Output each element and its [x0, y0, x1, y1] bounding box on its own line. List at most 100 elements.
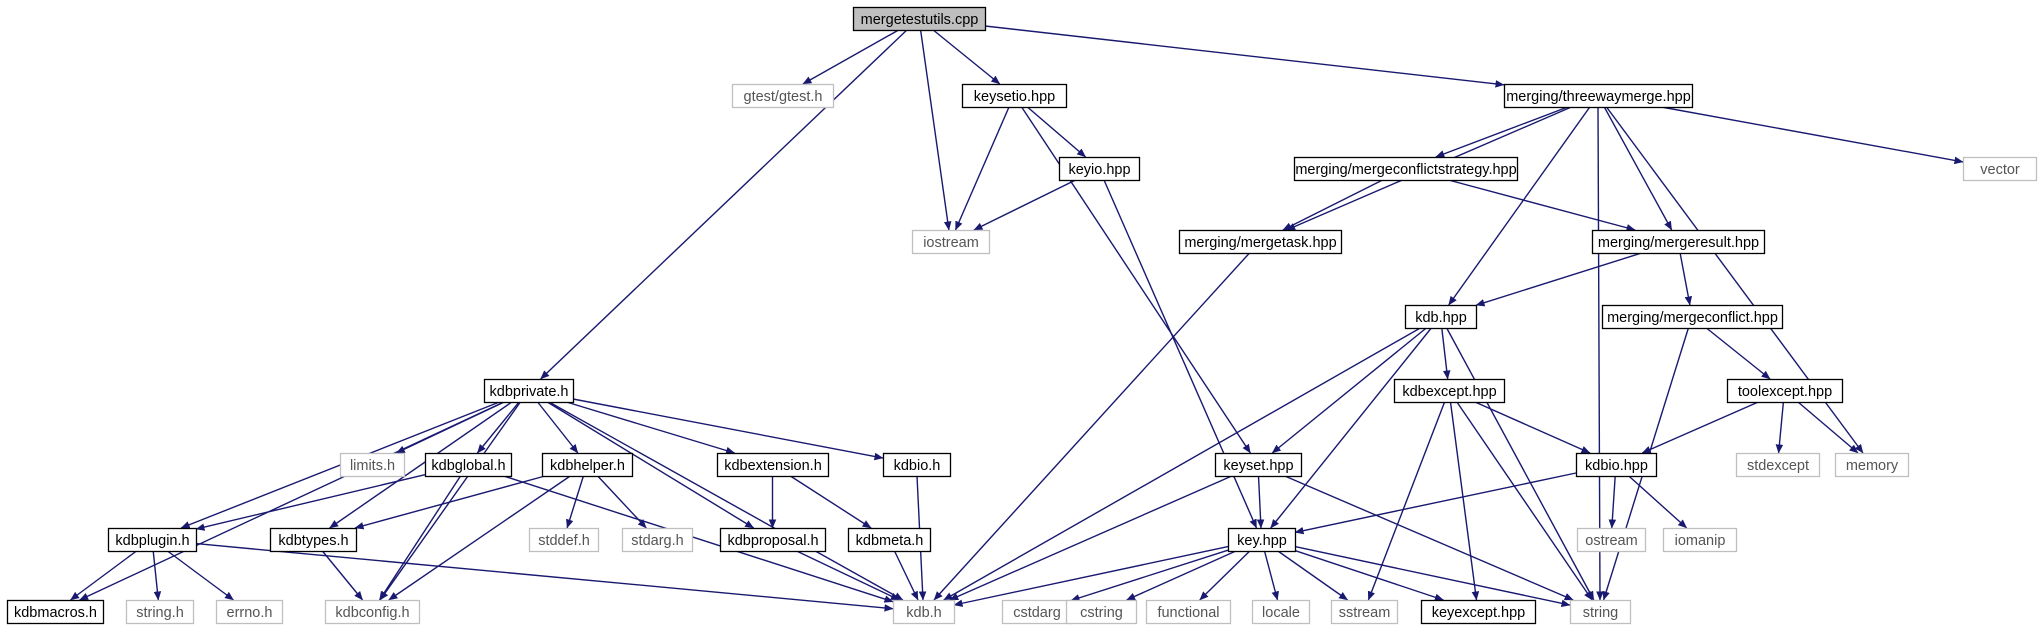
node-label: merging/mergetask.hpp: [1184, 235, 1336, 251]
node-kdbio_h[interactable]: kdbio.h: [882, 452, 952, 478]
node-label: sstream: [1339, 605, 1391, 621]
node-box: [1569, 599, 1632, 625]
node-kdbprivate_h[interactable]: kdbprivate.h: [483, 378, 575, 404]
node-functional: functional: [1145, 599, 1232, 625]
node-kdbproposal_h[interactable]: kdbproposal.h: [719, 527, 827, 553]
edge-kdbprivate_h-to-kdbproposal_h: [546, 401, 755, 529]
node-box: [339, 452, 406, 478]
node-label: stddef.h: [538, 533, 590, 549]
node-threewaymerge_hpp[interactable]: merging/threewaymerge.hpp: [1503, 83, 1694, 109]
node-box: [1575, 452, 1658, 478]
node-box: [1178, 229, 1343, 255]
edge-mergetestutils_cpp-to-threewaymerge_hpp: [984, 25, 1505, 88]
node-box: [6, 599, 105, 625]
edge-kdbtypes_h-to-kdbconfig_h: [321, 550, 364, 601]
edge-kdbio_hpp-to-key_hpp: [1294, 472, 1577, 535]
node-box: [1214, 452, 1303, 478]
node-label: string.h: [136, 605, 184, 621]
edge-kdbprivate_h-to-kdbio_h: [572, 398, 884, 461]
edge-kdbexcept_hpp-to-kdbio_hpp: [1474, 401, 1591, 454]
node-kdb_hpp[interactable]: kdb.hpp: [1404, 304, 1478, 330]
edge-kdbprivate_h-to-kdbtypes_h: [329, 401, 513, 529]
edge-kdbplugin_h-to-errno_h: [167, 550, 234, 601]
edge-kdb_hpp-to-key_hpp: [1270, 327, 1432, 529]
node-box: [1834, 452, 1910, 478]
node-stdexcept: stdexcept: [1735, 452, 1821, 478]
node-box: [1330, 599, 1399, 625]
node-stddef_h: stddef.h: [528, 527, 600, 553]
edge-kdbio_hpp-to-iomanip: [1628, 475, 1688, 529]
node-box: [125, 599, 195, 625]
node-label: iostream: [923, 235, 979, 251]
node-vector: vector: [1962, 156, 2038, 182]
node-box: [1145, 599, 1232, 625]
node-sstream: sstream: [1330, 599, 1399, 625]
edge-key_hpp-to-keyexcept_hpp: [1294, 549, 1444, 601]
edge-kdbplugin_h-to-kdb_h: [195, 542, 894, 612]
node-kdbplugin_h[interactable]: kdbplugin.h: [107, 527, 198, 553]
node-mergeconflictstrategy_hpp[interactable]: merging/mergeconflictstrategy.hpp: [1293, 156, 1519, 182]
node-key_hpp[interactable]: key.hpp: [1227, 527, 1297, 553]
node-kdbio_hpp[interactable]: kdbio.hpp: [1575, 452, 1658, 478]
node-toolexcept_hpp[interactable]: toolexcept.hpp: [1726, 378, 1844, 404]
node-mergeresult_hpp[interactable]: merging/mergeresult.hpp: [1591, 229, 1766, 255]
node-kdbmacros_h[interactable]: kdbmacros.h: [6, 599, 105, 625]
node-keyset_hpp[interactable]: keyset.hpp: [1214, 452, 1303, 478]
node-kdbmeta_h[interactable]: kdbmeta.h: [847, 527, 932, 553]
node-label: kdbexcept.hpp: [1402, 384, 1496, 400]
node-mergetask_hpp[interactable]: merging/mergetask.hpp: [1178, 229, 1343, 255]
node-label: kdbmeta.h: [856, 533, 924, 549]
node-kdbexcept_hpp[interactable]: kdbexcept.hpp: [1393, 378, 1506, 404]
node-keyexcept_hpp[interactable]: keyexcept.hpp: [1420, 599, 1537, 625]
edge-mergeconflict_hpp-to-toolexcept_hpp: [1705, 327, 1771, 380]
edge-mergetestutils_cpp-to-iostream: [919, 29, 952, 231]
node-kdbhelper_h[interactable]: kdbhelper.h: [541, 452, 634, 478]
node-label: string: [1583, 605, 1618, 621]
node-kdbglobal_h[interactable]: kdbglobal.h: [424, 452, 513, 478]
node-memory: memory: [1834, 452, 1910, 478]
edge-kdbplugin_h-to-kdbmacros_h: [70, 550, 137, 601]
node-mergetestutils_cpp[interactable]: mergetestutils.cpp: [852, 6, 987, 32]
node-box: [1601, 304, 1784, 330]
node-box: [621, 527, 694, 553]
edge-keyset_hpp-to-string: [1284, 475, 1574, 601]
node-box: [483, 378, 575, 404]
node-box: [961, 83, 1068, 109]
edge-kdbproposal_h-to-kdb_h: [796, 550, 900, 601]
node-label: kdbglobal.h: [431, 458, 505, 474]
node-keysetio_hpp[interactable]: keysetio.hpp: [961, 83, 1068, 109]
node-mergeconflict_hpp[interactable]: merging/mergeconflict.hpp: [1601, 304, 1784, 330]
node-label: kdbextension.h: [724, 458, 822, 474]
node-label: keyio.hpp: [1068, 162, 1130, 178]
edge-keysetio_hpp-to-keyio_hpp: [1026, 106, 1087, 158]
node-string: string: [1569, 599, 1632, 625]
node-errno_h: errno.h: [215, 599, 284, 625]
node-box: [1726, 378, 1844, 404]
node-box: [731, 83, 835, 109]
node-box: [847, 527, 932, 553]
edge-mergetask_hpp-to-kdb_h: [933, 252, 1251, 601]
node-label: merging/mergeresult.hpp: [1598, 235, 1759, 251]
edge-key_hpp-to-locale: [1263, 550, 1279, 601]
node-box: [716, 452, 830, 478]
edge-mergeconflictstrategy_hpp-to-mergeresult_hpp: [1448, 179, 1636, 232]
node-label: kdb.h: [906, 605, 941, 621]
node-kdbextension_h[interactable]: kdbextension.h: [716, 452, 830, 478]
node-gtest_h: gtest/gtest.h: [731, 83, 835, 109]
node-box: [1735, 452, 1821, 478]
node-label: kdbtypes.h: [278, 533, 348, 549]
edge-kdbexcept_hpp-to-string: [1456, 401, 1593, 601]
edge-key_hpp-to-sstream: [1277, 550, 1349, 601]
edge-keyset_hpp-to-kdb_h: [949, 475, 1233, 601]
node-box: [1404, 304, 1478, 330]
node-kdbtypes_h[interactable]: kdbtypes.h: [269, 527, 358, 553]
edge-mergeresult_hpp-to-mergeconflict_hpp: [1679, 252, 1693, 306]
edge-mergetestutils_cpp-to-keysetio_hpp: [932, 29, 1001, 85]
node-keyio_hpp[interactable]: keyio.hpp: [1058, 156, 1141, 182]
edge-keyio_hpp-to-iostream: [973, 179, 1076, 231]
edge-kdbio_hpp-to-ostream: [1608, 475, 1617, 529]
node-box: [215, 599, 284, 625]
edge-threewaymerge_hpp-to-string: [1596, 106, 1604, 601]
node-box: [1227, 527, 1297, 553]
